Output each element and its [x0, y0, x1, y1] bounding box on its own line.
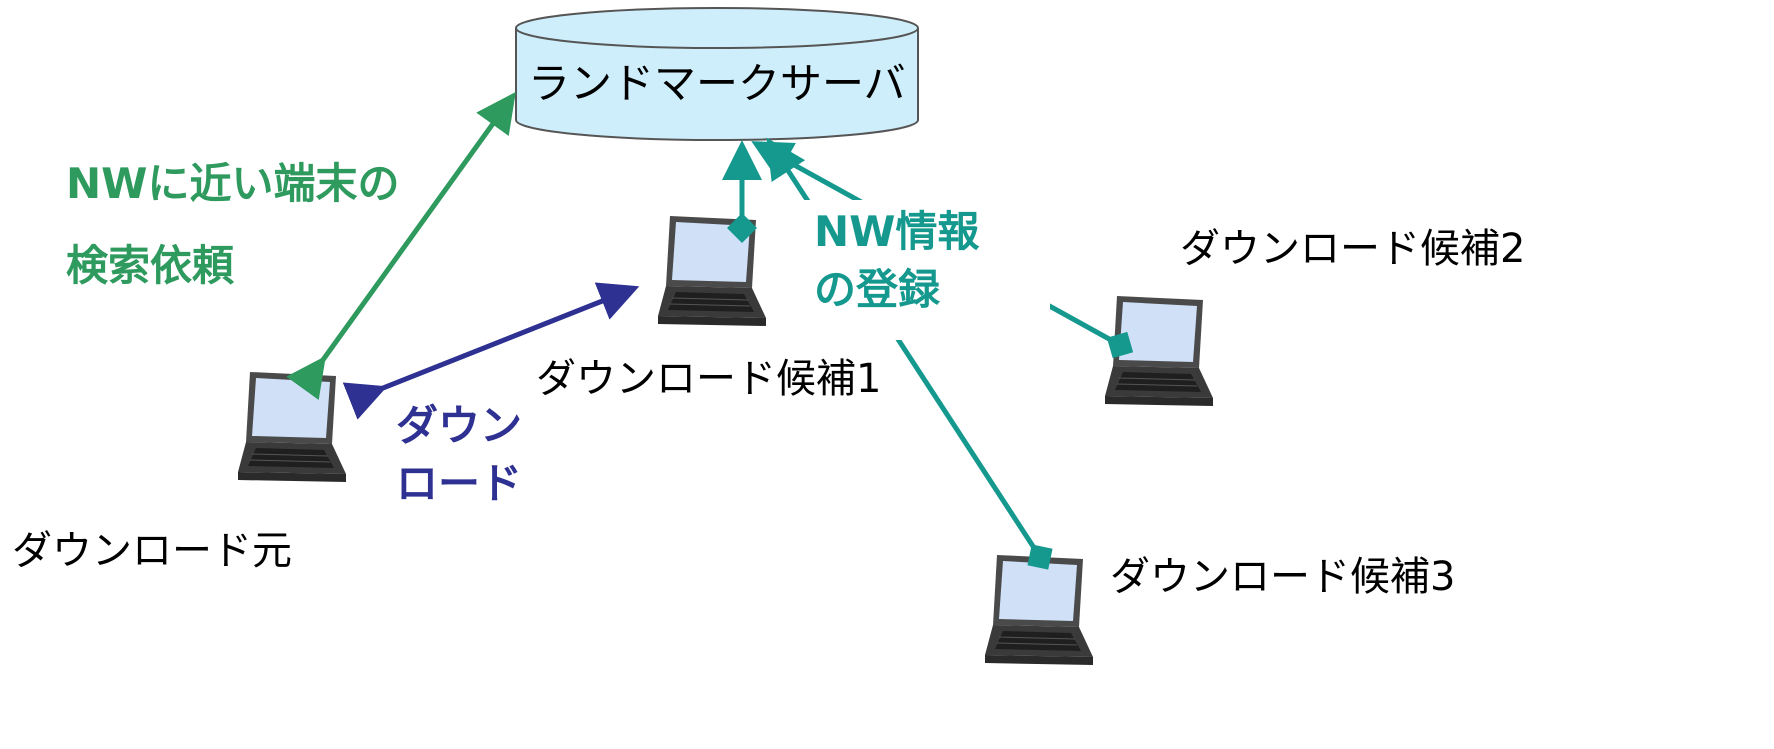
laptop-candidate3-icon [984, 554, 1094, 666]
laptop-candidate2-icon [1104, 295, 1214, 407]
laptop-source-icon [237, 371, 347, 483]
landmark-server-cylinder [515, 7, 919, 141]
nw-registration-label-line1: NW情報 [814, 207, 980, 256]
nw-registration-label-line2: の登録 [814, 265, 941, 314]
candidate1-label: ダウンロード候補1 [536, 356, 882, 402]
search-request-arrow [286, 91, 516, 401]
candidate3-label: ダウンロード候補3 [1110, 554, 1456, 600]
download-label-line1: ダウン [396, 401, 523, 450]
search-request-label-line2: 検索依頼 [66, 241, 235, 290]
download-arrow [342, 282, 640, 420]
laptop-candidate1-icon [657, 215, 767, 327]
candidate2-label: ダウンロード候補2 [1180, 226, 1526, 272]
search-request-label-line1: NWに近い端末の [66, 159, 400, 208]
server-label: ランドマークサーバ [528, 59, 906, 108]
source-label: ダウンロード元 [12, 528, 292, 574]
nw-registration-label-bg [800, 200, 1050, 340]
download-label-line2: ロード [396, 459, 523, 508]
